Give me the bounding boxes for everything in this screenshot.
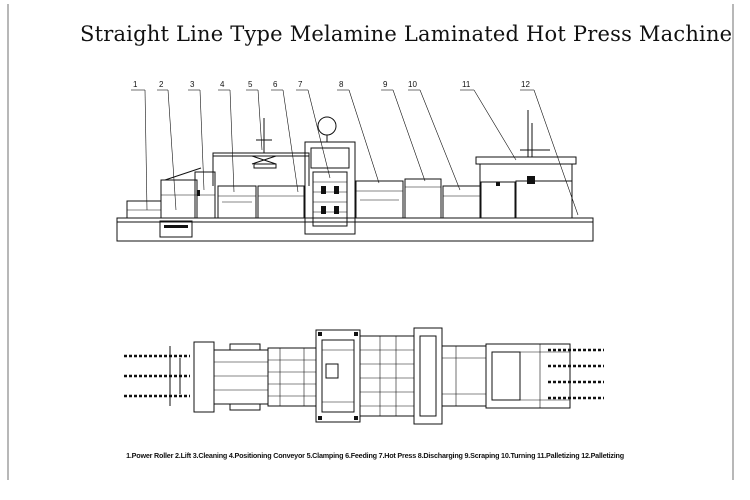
hot-press — [304, 141, 356, 235]
station-legend: 1.Power Roller 2.Lift 3.Cleaning 4.Posit… — [126, 451, 624, 460]
lift-unit — [160, 179, 198, 219]
callout-8: 8 — [339, 80, 344, 89]
turning-unit — [442, 185, 482, 219]
callout-2: 2 — [159, 80, 164, 89]
palletizing-stack — [515, 180, 573, 219]
outfeed-roller-bars — [548, 348, 604, 400]
callout-12: 12 — [521, 80, 530, 89]
clamping-frame — [212, 152, 310, 157]
palletizing-unit — [480, 181, 516, 219]
callout-1: 1 — [133, 80, 138, 89]
diagram-title: Straight Line Type Melamine Laminated Ho… — [80, 22, 733, 46]
discharging-plan — [359, 335, 415, 417]
discharging-unit — [355, 180, 404, 219]
callout-11: 11 — [462, 80, 471, 89]
callout-10: 10 — [408, 80, 417, 89]
cleaning-plan — [213, 349, 269, 405]
callout-4: 4 — [220, 80, 225, 89]
top-plan-view — [124, 327, 604, 425]
scraping-plan — [413, 327, 443, 425]
side-elevation-view — [116, 110, 594, 242]
positioning-plan — [267, 347, 317, 407]
callout-5: 5 — [248, 80, 253, 89]
palletizing-gantry — [475, 156, 577, 165]
callout-7: 7 — [298, 80, 303, 89]
callout-3: 3 — [190, 80, 195, 89]
feeding-unit — [257, 185, 305, 219]
scraping-unit — [404, 178, 442, 219]
palletizing-plan — [485, 343, 571, 409]
hot-press-cylinder — [317, 116, 337, 136]
callout-6: 6 — [273, 80, 278, 89]
lift-plan — [193, 341, 215, 413]
callout-numbers: 1 2 3 4 5 6 7 8 9 10 11 12 — [133, 80, 530, 89]
infeed-roller-bars — [124, 346, 190, 406]
callout-leaders — [131, 89, 579, 216]
callout-9: 9 — [383, 80, 388, 89]
turning-plan — [441, 345, 487, 407]
positioning-conveyor — [217, 185, 257, 219]
power-roller-unit — [126, 200, 162, 219]
